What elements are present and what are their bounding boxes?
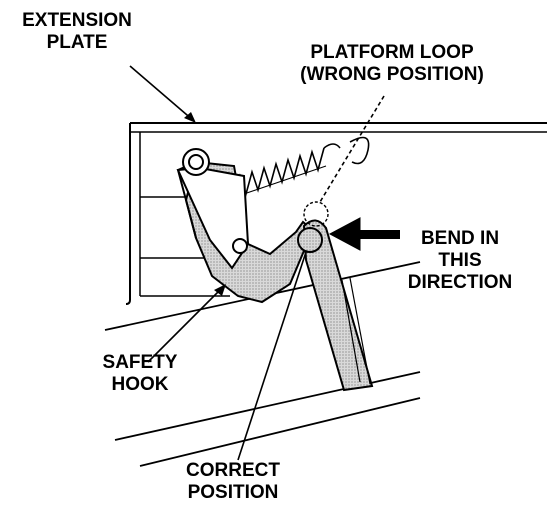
leader-lines (129, 65, 385, 461)
bend-direction-arrow (328, 217, 400, 251)
label-extension-plate: EXTENSION PLATE (2, 10, 152, 54)
correct-position-marker (297, 227, 323, 253)
label-correct-position-line-1: CORRECT (186, 460, 280, 481)
pivot-pin-upper (182, 148, 210, 176)
label-extension-plate-line-1: EXTENSION (22, 10, 132, 31)
label-safety-hook-line-1: SAFETY (102, 352, 178, 373)
label-bend-line-3: DIRECTION (407, 272, 513, 293)
label-correct-position: CORRECT POSITION (158, 460, 308, 504)
label-correct-position-line-2: POSITION (187, 482, 279, 503)
label-bend-line-2: THIS (438, 250, 482, 271)
label-bend-line-1: BEND IN (420, 228, 500, 249)
pivot-pin-lower (232, 238, 248, 254)
wrong-position-marker (303, 201, 329, 227)
spring-end-loop (349, 136, 370, 165)
label-platform-loop: PLATFORM LOOP (WRONG POSITION) (252, 42, 532, 86)
label-safety-hook: SAFETY HOOK (80, 352, 200, 396)
extension-plate-frame (125, 122, 547, 305)
safety-hook-plate (176, 160, 312, 304)
label-safety-hook-line-2: HOOK (111, 374, 169, 395)
label-platform-loop-line-1: PLATFORM LOOP (310, 42, 474, 63)
label-bend-direction: BEND IN THIS DIRECTION (380, 228, 540, 294)
label-extension-plate-line-2: PLATE (46, 32, 108, 53)
label-platform-loop-line-2: (WRONG POSITION) (300, 64, 484, 85)
tension-spring (230, 143, 341, 203)
